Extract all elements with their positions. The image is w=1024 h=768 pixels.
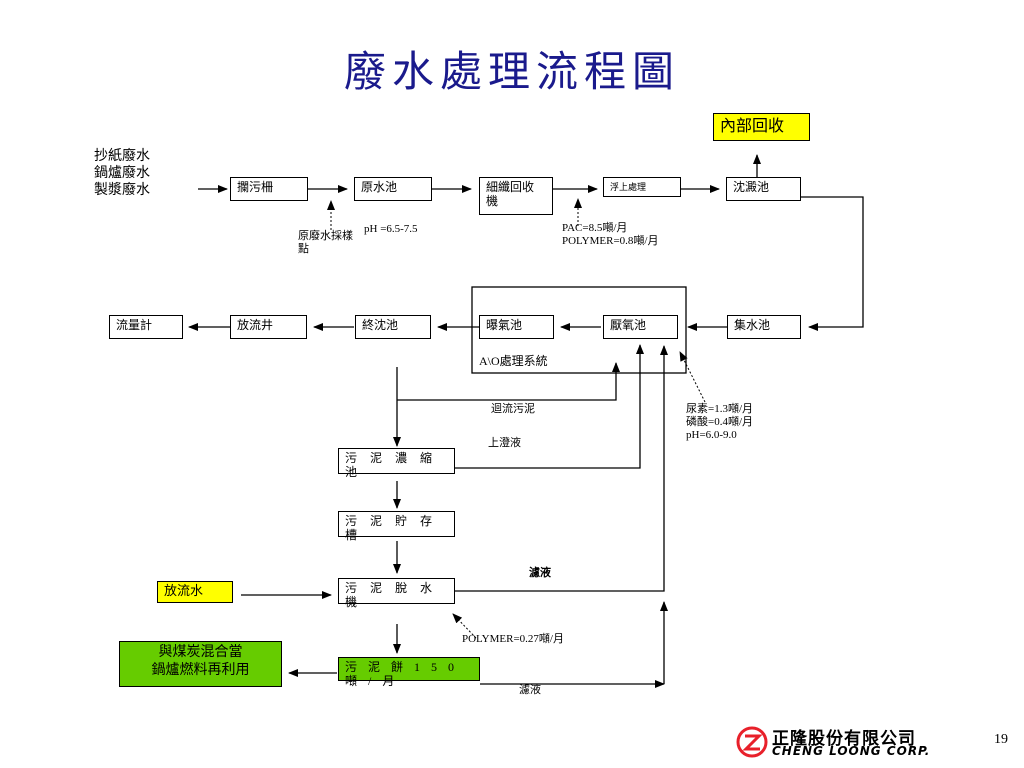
dotted-polymer-dosing — [452, 613, 477, 639]
label-pac-dosing: PAC=8.5噸/月 POLYMER=0.8噸/月 — [562, 222, 659, 247]
node-fiber-recovery: 細纖回收 機 — [479, 177, 553, 215]
label-filtrate-2: 濾液 — [519, 684, 541, 696]
node-effluent-water: 放流水 — [157, 581, 233, 603]
label-polymer-dosing: POLYMER=0.27噸/月 — [462, 633, 564, 645]
page-title: 廢水處理流程圖 — [343, 47, 680, 96]
arrow-chendian-to-jishui — [801, 196, 864, 331]
node-discharge-well: 放流井 — [230, 315, 307, 339]
node-settling-tank: 沈澱池 — [726, 177, 801, 201]
node-anaerobic-tank: 厭氧池 — [603, 315, 678, 339]
label-filtrate-1: 濾液 — [529, 567, 551, 579]
label-return-sludge: 迴流污泥 — [491, 403, 535, 415]
node-internal-recycle: 內部回收 — [713, 113, 810, 141]
ao-system-frame — [471, 286, 687, 374]
label-sample-point: 原廢水採樣 點 — [298, 230, 353, 255]
node-collection-tank: 集水池 — [727, 315, 801, 339]
node-final-clarifier: 終沈池 — [355, 315, 431, 339]
label-supernatant: 上澄液 — [488, 437, 521, 449]
node-aeration-tank: 曝氣池 — [479, 315, 554, 339]
node-flow-meter: 流量計 — [109, 315, 183, 339]
arrow-huiliu — [397, 362, 620, 401]
label-nutrient-dosing: 尿素=1.3噸/月 磷酸=0.4噸/月 pH=6.0-9.0 — [686, 403, 754, 441]
node-sludge-thickener: 污 泥 濃 縮 池 — [338, 448, 455, 479]
node-sludge-dewatering: 污 泥 脫 水 機 — [338, 578, 455, 609]
node-flotation: 浮上處理 — [603, 177, 681, 197]
source-boiler-wastewater: 鍋爐廢水 — [94, 166, 150, 181]
node-screen: 攔污柵 — [230, 177, 308, 201]
arrow-shangcheng — [455, 344, 644, 469]
node-sludge-storage: 污 泥 貯 存 槽 — [338, 511, 455, 542]
node-raw-water-tank: 原水池 — [354, 177, 432, 201]
node-sludge-cake: 污 泥 餅 1 5 0 噸 / 月 — [338, 657, 480, 688]
company-name-cn: 正隆股份有限公司 — [772, 729, 916, 749]
arrow-lvye-to-yanyang — [455, 345, 668, 592]
company-logo-icon — [736, 726, 768, 758]
dotted-nutrient-dosing — [679, 351, 706, 403]
company-name-en: CHENG LOONG CORP. — [772, 744, 931, 758]
label-raw-ph: pH =6.5-7.5 — [364, 223, 418, 235]
source-pulp-wastewater: 製漿廢水 — [94, 183, 150, 198]
page-number: 19 — [994, 732, 1008, 747]
source-paper-wastewater: 抄紙廢水 — [94, 149, 150, 164]
ao-system-label: A\O處理系統 — [479, 354, 548, 368]
node-coal-mix-fuel: 與煤炭混合當 鍋爐燃料再利用 — [119, 641, 282, 687]
